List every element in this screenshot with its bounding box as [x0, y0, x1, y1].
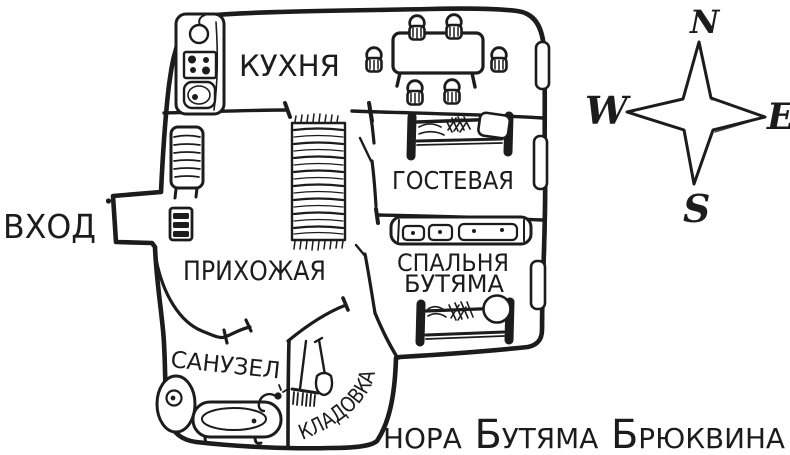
compass-south-label: S — [683, 186, 710, 231]
wall-kitchen-south-left — [162, 108, 289, 115]
entrance-label: ВХОД — [3, 207, 96, 246]
rug-icon — [290, 113, 347, 251]
compass-rose: N W E S — [585, 3, 790, 231]
room-bathroom: САНУЗЕЛ — [155, 347, 289, 445]
room-bedroom: СПАЛЬНЯ БУТЯМА — [389, 215, 533, 347]
room-kitchen: КУХНЯ — [174, 12, 508, 116]
sink-icon — [182, 80, 217, 110]
bathtub-icon — [191, 384, 289, 445]
bedroom-label-line1: СПАЛЬНЯ — [397, 249, 509, 277]
wall-kitchen-south-right — [350, 109, 545, 120]
rake-icon — [290, 339, 320, 407]
hallway-label: ПРИХОЖАЯ — [183, 256, 326, 287]
chair-icon — [408, 14, 426, 41]
wall-bathroom-top — [154, 257, 252, 340]
round-pillow — [482, 294, 512, 324]
compass-west-label: W — [585, 88, 631, 133]
doormat-icon — [168, 206, 194, 242]
guest-pillow — [477, 111, 512, 140]
stove-icon — [182, 50, 218, 80]
chair-icon — [406, 79, 424, 106]
shovel-icon — [313, 336, 334, 397]
window-icon-guest-room — [532, 134, 549, 191]
dining-table — [391, 31, 485, 89]
compass-north-label: N — [689, 3, 721, 41]
chair-icon — [445, 13, 463, 40]
wall-storage-top — [286, 303, 348, 343]
room-storage: КЛАДОВКА — [290, 336, 380, 445]
wall-hall-east — [368, 110, 376, 145]
compass-east-label: E — [766, 96, 790, 138]
chair-icon — [365, 46, 383, 73]
kitchen-counter — [174, 12, 226, 116]
apple-icon — [188, 14, 210, 45]
compass-star — [625, 40, 767, 186]
bedroom-bed-icon — [415, 294, 515, 347]
room-hallway: ПРИХОЖАЯ — [168, 113, 347, 287]
dresser-icon — [389, 215, 533, 246]
guest-bed-icon — [406, 111, 514, 161]
kitchen-label: КУХНЯ — [239, 49, 340, 83]
bedroom-label-line2: БУТЯМА — [404, 270, 505, 298]
storage-label: КЛАДОВКА — [295, 367, 380, 445]
chair-icon — [443, 78, 461, 105]
window-icon-bedroom — [529, 259, 547, 311]
window-icon-kitchen — [534, 40, 551, 91]
chair-icon — [490, 46, 508, 73]
wardrobe-icon — [169, 125, 205, 200]
map-title: нора Бутяма Брюквина — [383, 412, 785, 455]
door-leaf-guest-room — [358, 136, 373, 163]
toilet-icon — [155, 374, 197, 434]
entrance-door-knob — [105, 198, 112, 204]
windows — [529, 40, 551, 311]
guest-room-label: ГОСТЕВАЯ — [392, 166, 514, 195]
room-guest: ГОСТЕВАЯ — [392, 111, 514, 195]
blanket-hatch — [445, 116, 471, 133]
wall-storage-west — [286, 339, 291, 448]
